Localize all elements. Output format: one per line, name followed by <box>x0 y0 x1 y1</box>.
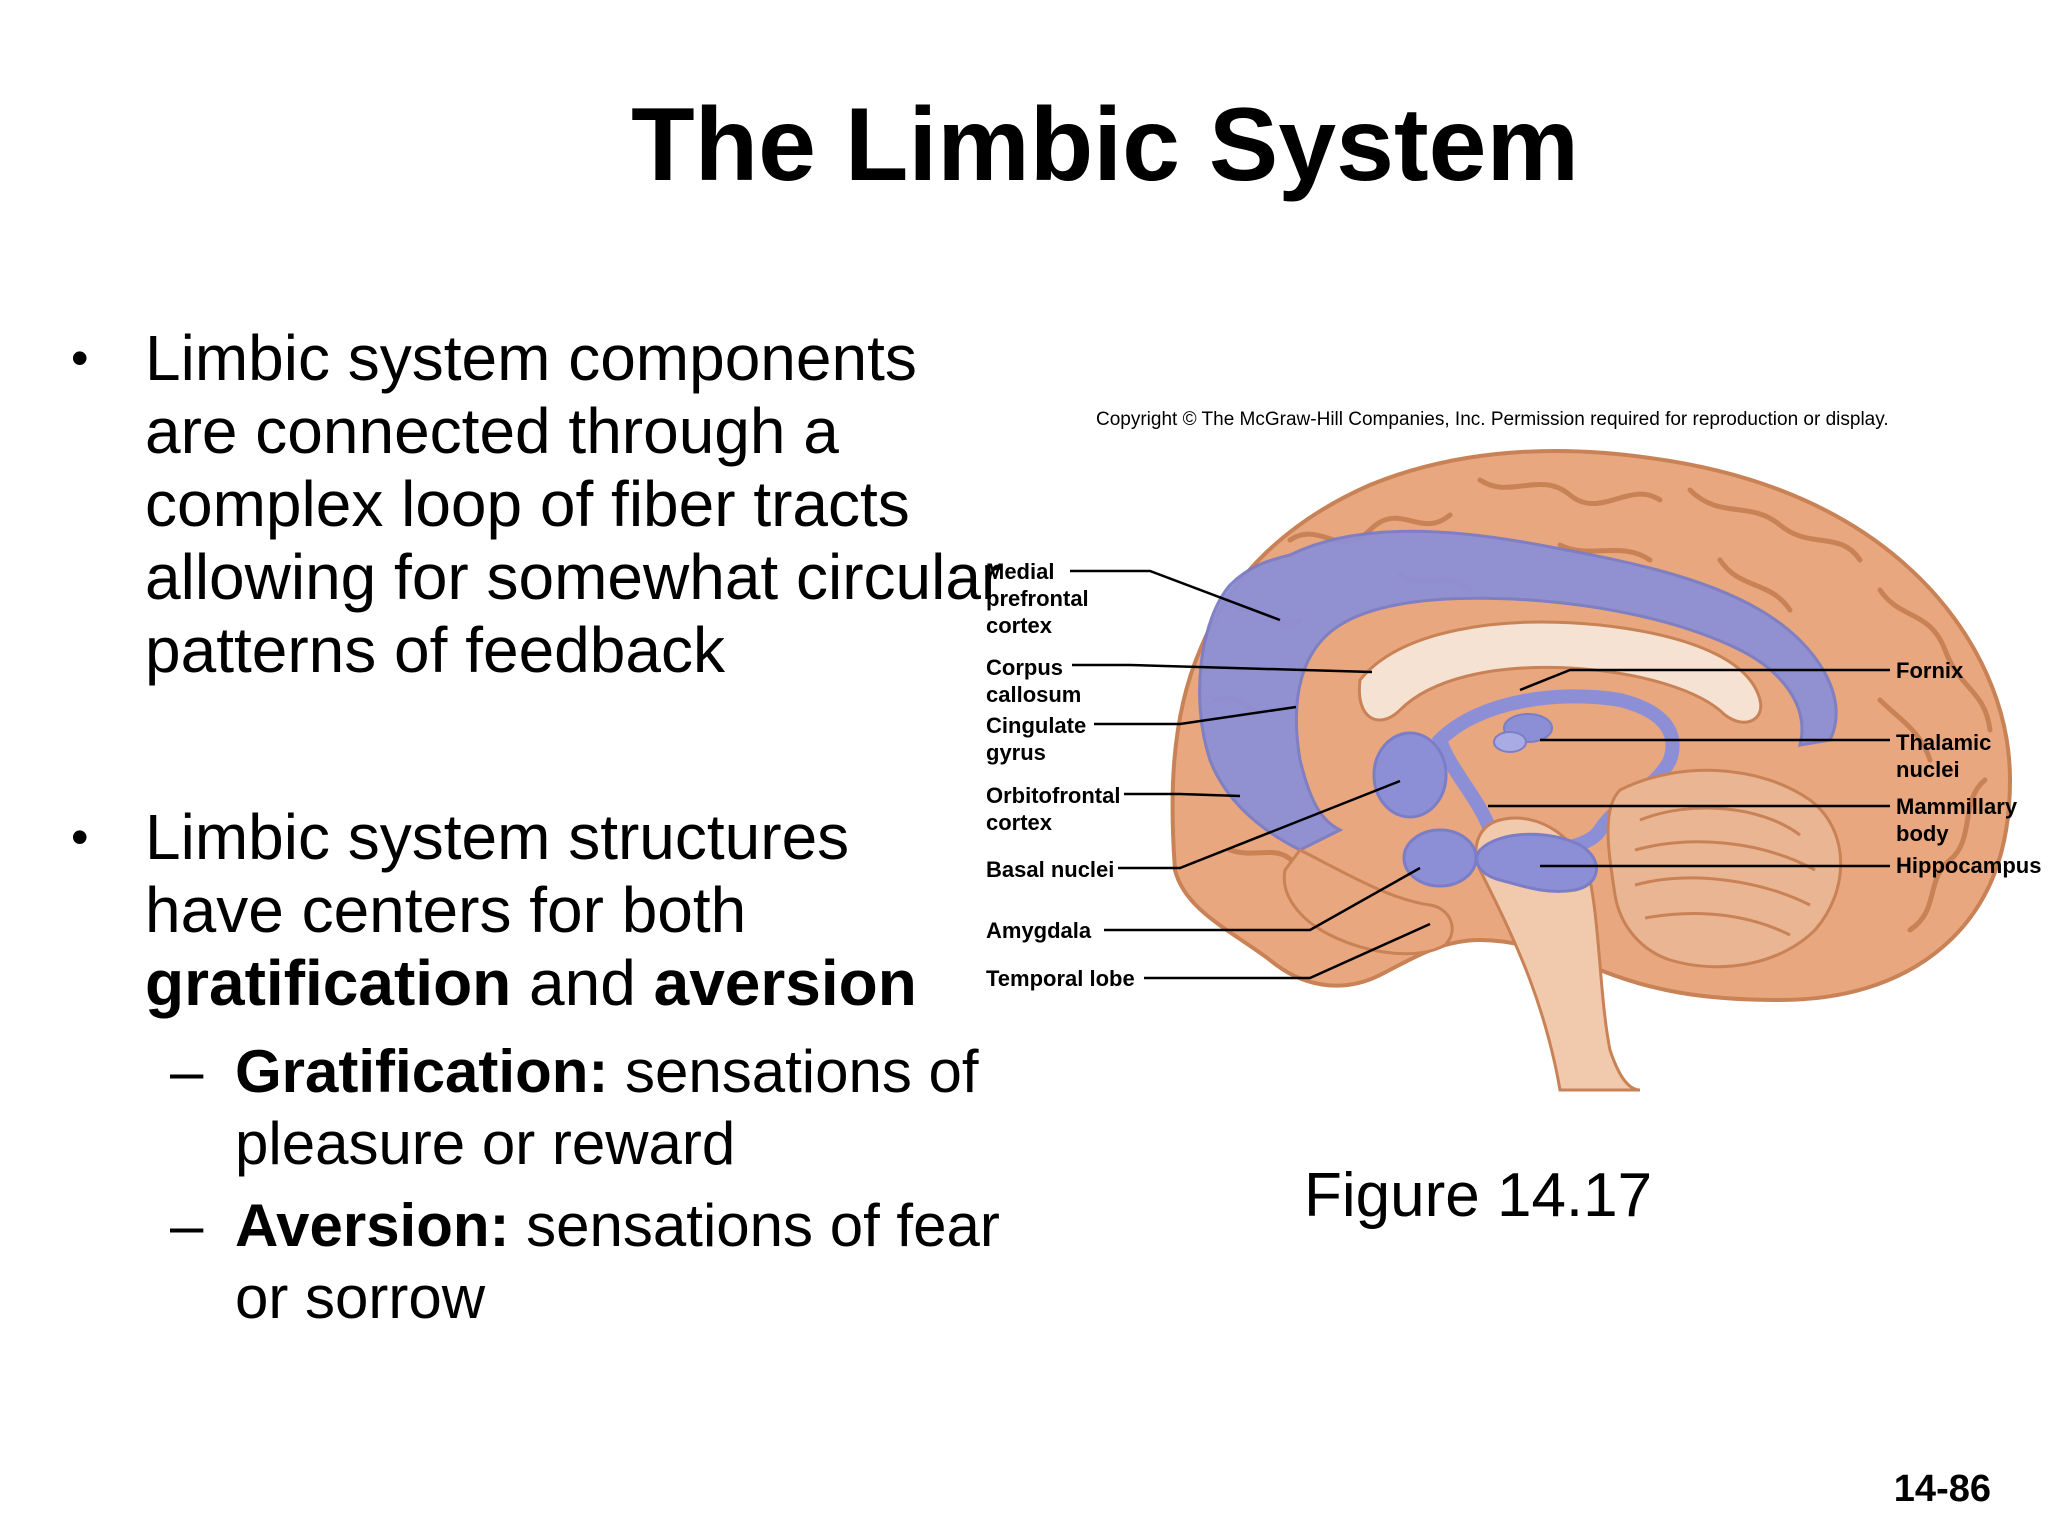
label-medial-prefrontal-cortex: Medial prefrontal cortex <box>986 558 1089 639</box>
label-line: callosum <box>986 682 1082 707</box>
slide-number: 14-86 <box>1893 1468 1991 1510</box>
sub-bullet-text: sensations of pleasure or reward <box>235 1038 979 1177</box>
label-line: Temporal lobe <box>986 966 1135 991</box>
slide-title: The Limbic System <box>631 87 1579 203</box>
sub-bullet-list: – Gratification: sensations of pleasure … <box>145 1036 1004 1334</box>
sub-bullet-aversion: – Aversion: sensations of fear or sorrow <box>145 1190 1004 1334</box>
bullet-dot-icon: • <box>71 809 89 865</box>
label-line: cortex <box>986 810 1053 835</box>
label-line: gyrus <box>986 740 1046 765</box>
label-line: Corpus <box>986 655 1063 680</box>
label-thalamic-nuclei: Thalamic nuclei <box>1896 729 1991 783</box>
label-line: Hippocampus <box>1896 853 2042 878</box>
label-orbitofrontal-cortex: Orbitofrontal cortex <box>986 782 1120 836</box>
limbic-cortex-band <box>1198 529 1838 852</box>
label-basal-nuclei: Basal nuclei <box>986 856 1114 883</box>
label-hippocampus: Hippocampus <box>1896 852 2041 879</box>
label-line: Mammillary <box>1896 794 2018 819</box>
label-line: Orbitofrontal <box>986 783 1121 808</box>
thalamic-nuclei-shape-2 <box>1493 731 1527 753</box>
dash-icon: – <box>170 1192 204 1259</box>
bullet-dot-icon: • <box>71 330 89 386</box>
hippocampus-shape <box>1475 832 1598 893</box>
figure-caption: Figure 14.17 <box>1304 1161 1653 1230</box>
bullet-item-structures: • Limbic system structures have centers … <box>64 801 1004 1334</box>
bullet-text: Limbic system structures have centers fo… <box>145 801 850 946</box>
label-corpus-callosum: Corpus callosum <box>986 654 1081 708</box>
term-gratification: gratification <box>145 947 512 1019</box>
bullet-text: Limbic system components are connected t… <box>145 322 1003 686</box>
label-line: Medial <box>986 559 1055 584</box>
label-amygdala: Amygdala <box>986 917 1091 944</box>
label-line: body <box>1896 821 1949 846</box>
label-line: nuclei <box>1896 757 1960 782</box>
corpus-callosum-shape <box>1357 620 1763 724</box>
label-line: Amygdala <box>986 918 1092 943</box>
sub-bullet-term: Aversion: <box>235 1192 510 1259</box>
amygdala-shape <box>1402 828 1478 888</box>
cerebellum-folds <box>1634 806 1816 937</box>
label-line: Thalamic <box>1896 730 1992 755</box>
term-aversion: aversion <box>653 947 917 1019</box>
copyright-notice: Copyright © The McGraw-Hill Companies, I… <box>1096 409 1889 430</box>
leader-lines <box>1070 569 1890 980</box>
bullet-item-connections: • Limbic system components are connected… <box>64 322 1004 687</box>
label-line: prefrontal <box>986 586 1089 611</box>
basal-nuclei-shape <box>1372 731 1448 819</box>
label-mammillary-body: Mammillary body <box>1896 793 2017 847</box>
sub-bullet-text: sensations of fear or sorrow <box>235 1192 1000 1331</box>
label-line: Fornix <box>1896 658 1964 683</box>
label-fornix: Fornix <box>1896 657 1963 684</box>
label-temporal-lobe: Temporal lobe <box>986 965 1135 992</box>
sub-bullet-gratification: – Gratification: sensations of pleasure … <box>145 1036 1004 1180</box>
dash-icon: – <box>170 1038 204 1105</box>
sub-bullet-term: Gratification: <box>235 1038 609 1105</box>
label-cingulate-gyrus: Cingulate gyrus <box>986 712 1086 766</box>
cerebellum-shape <box>1606 768 1843 969</box>
bullet-text-and: and <box>511 947 654 1019</box>
bullet-list: • Limbic system components are connected… <box>64 322 1004 1334</box>
label-line: cortex <box>986 613 1053 638</box>
label-line: Cingulate <box>986 713 1087 738</box>
label-line: Basal nuclei <box>986 857 1115 882</box>
temporal-lobe-shape <box>1282 848 1454 956</box>
